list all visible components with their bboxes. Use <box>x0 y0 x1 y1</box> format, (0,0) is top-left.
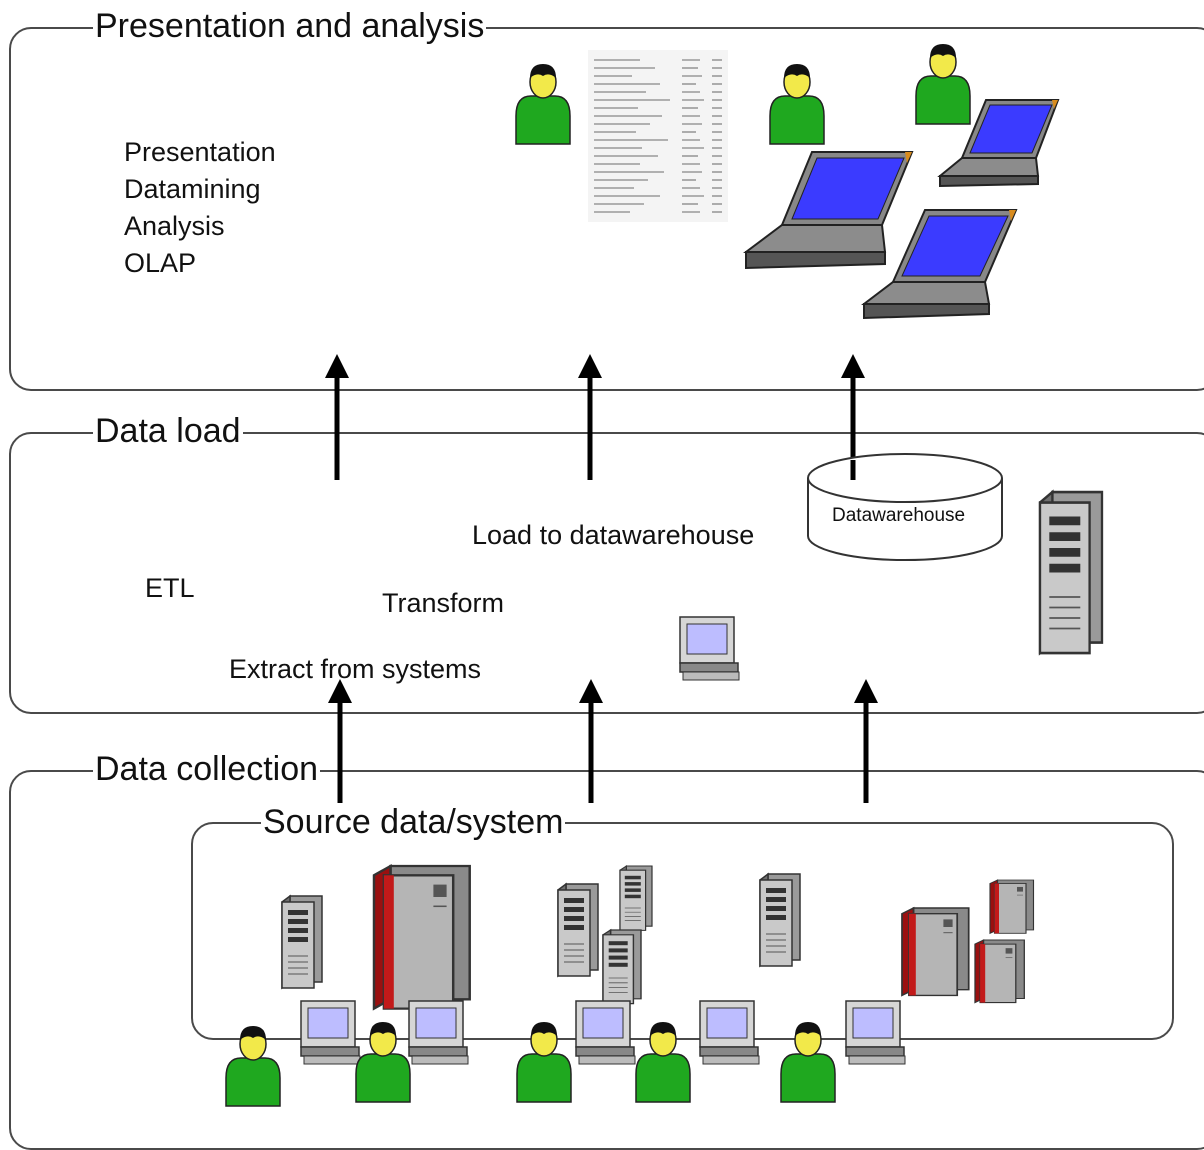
presentation-item: Analysis <box>124 211 225 241</box>
up-arrow-icon <box>325 354 349 480</box>
source-system-title: Source data/system <box>261 803 566 841</box>
server-tower-icon <box>602 929 642 1005</box>
load-label: Load to datawarehouse <box>472 520 755 550</box>
report-document-icon <box>588 50 728 222</box>
desktop-computer-icon <box>300 1000 361 1065</box>
laptop-icon <box>937 99 1060 188</box>
person-icon <box>515 63 571 145</box>
server-tower-icon <box>759 873 801 967</box>
laptop-icon <box>861 209 1018 320</box>
transform-label: Transform <box>382 588 505 618</box>
server-tower-icon <box>557 883 599 977</box>
desktop-computer-icon <box>699 1000 760 1065</box>
up-arrow-icon <box>854 679 878 803</box>
server-tower-icon <box>619 865 653 932</box>
desktop-computer-icon <box>679 616 740 681</box>
data-load-panel <box>9 432 1204 714</box>
up-arrow-icon <box>328 679 352 803</box>
mainframe-icon <box>901 907 970 997</box>
desktop-computer-icon <box>845 1000 906 1065</box>
data-collection-panel-title: Data collection <box>93 750 321 788</box>
datawarehouse-label: Datawarehouse <box>832 505 966 526</box>
desktop-computer-icon <box>575 1000 636 1065</box>
presentation-panel-title: Presentation and analysis <box>93 7 487 45</box>
up-arrow-icon <box>579 679 603 803</box>
etl-label: ETL <box>145 573 195 603</box>
database-cylinder-icon <box>807 453 1003 561</box>
person-icon <box>780 1021 836 1103</box>
presentation-item: Presentation <box>124 137 276 167</box>
server-tower-icon <box>281 895 323 989</box>
person-icon <box>769 63 825 145</box>
mainframe-icon <box>372 864 471 1010</box>
mainframe-icon <box>989 879 1035 934</box>
presentation-item: Datamining <box>124 174 261 204</box>
server-tower-icon <box>1038 490 1104 655</box>
mainframe-icon <box>974 939 1025 1004</box>
presentation-item-list: Presentation Datamining Analysis OLAP <box>124 134 276 282</box>
laptop-icon <box>743 151 914 270</box>
person-icon <box>355 1021 411 1103</box>
presentation-item: OLAP <box>124 248 197 278</box>
desktop-computer-icon <box>408 1000 469 1065</box>
person-icon <box>635 1021 691 1103</box>
person-icon <box>915 43 971 125</box>
person-icon <box>516 1021 572 1103</box>
data-load-panel-title: Data load <box>93 412 243 450</box>
extract-label: Extract from systems <box>229 654 482 684</box>
up-arrow-icon <box>578 354 602 480</box>
person-icon <box>225 1025 281 1107</box>
